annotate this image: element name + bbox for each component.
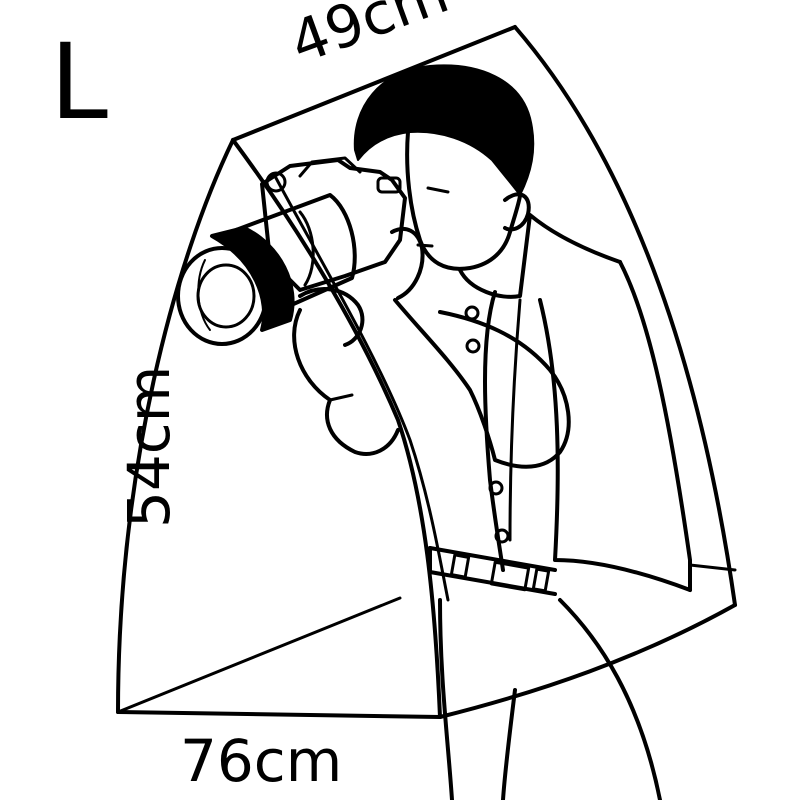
hair bbox=[353, 64, 535, 196]
size-label: L bbox=[50, 21, 108, 143]
right-hand bbox=[390, 227, 425, 300]
left-hand bbox=[298, 287, 365, 347]
belt bbox=[428, 546, 557, 596]
shirt-button bbox=[494, 528, 510, 544]
camera bbox=[176, 156, 407, 346]
right-arm bbox=[393, 298, 571, 469]
shirt-button bbox=[488, 480, 504, 496]
ear bbox=[503, 192, 531, 232]
cover-outline bbox=[116, 25, 737, 719]
left-arm bbox=[292, 308, 400, 456]
dimension-side-label: 54cm bbox=[115, 365, 183, 528]
shirt-button bbox=[465, 338, 481, 354]
vest-left bbox=[483, 290, 505, 572]
eye bbox=[426, 186, 450, 194]
lens-front bbox=[176, 246, 268, 346]
trousers bbox=[438, 598, 454, 800]
collar bbox=[458, 213, 622, 299]
torso-right bbox=[618, 260, 692, 592]
photographer-figure bbox=[274, 64, 692, 800]
dimension-bottom-label: 76cm bbox=[180, 727, 343, 795]
face bbox=[405, 130, 522, 271]
vest-right bbox=[538, 298, 692, 592]
lens-ring bbox=[210, 226, 295, 332]
lens-barrel bbox=[234, 193, 357, 320]
